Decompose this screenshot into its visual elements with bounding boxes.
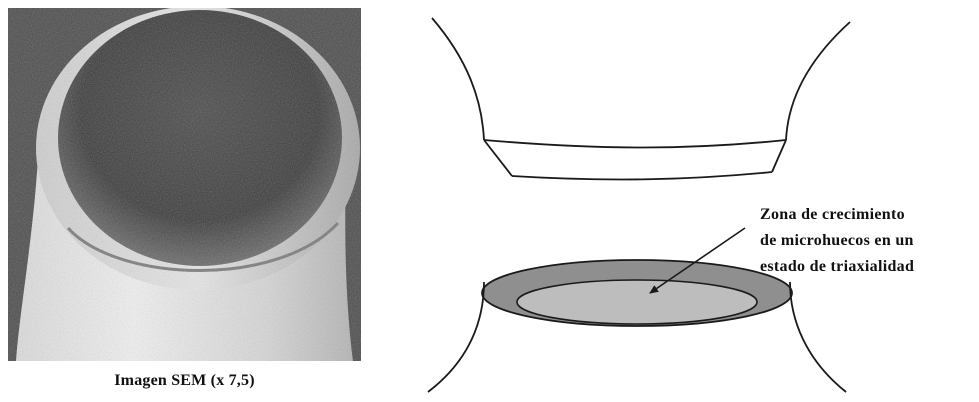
upper-specimen-half: [432, 18, 850, 179]
annotation-line-3: estado de triaxialidad: [760, 258, 914, 276]
lower-left-profile: [428, 282, 484, 392]
upper-left-profile: [432, 18, 484, 140]
fracture-schematic: [370, 0, 979, 402]
upper-shear-lip-left: [484, 140, 512, 176]
upper-fracture-edge: [484, 140, 786, 148]
annotation-line-1: Zona de crecimiento: [760, 206, 905, 224]
upper-right-profile: [786, 22, 850, 140]
lower-right-profile: [790, 282, 846, 392]
upper-shear-lip-right: [772, 140, 786, 172]
annotation-line-2: de microhuecos en un: [760, 232, 914, 250]
upper-cup-base: [512, 172, 772, 179]
sem-caption: Imagen SEM (x 7,5): [8, 372, 361, 390]
microvoid-growth-zone: [517, 280, 757, 324]
sem-micrograph: [8, 8, 361, 361]
lower-specimen-half: [428, 260, 846, 392]
